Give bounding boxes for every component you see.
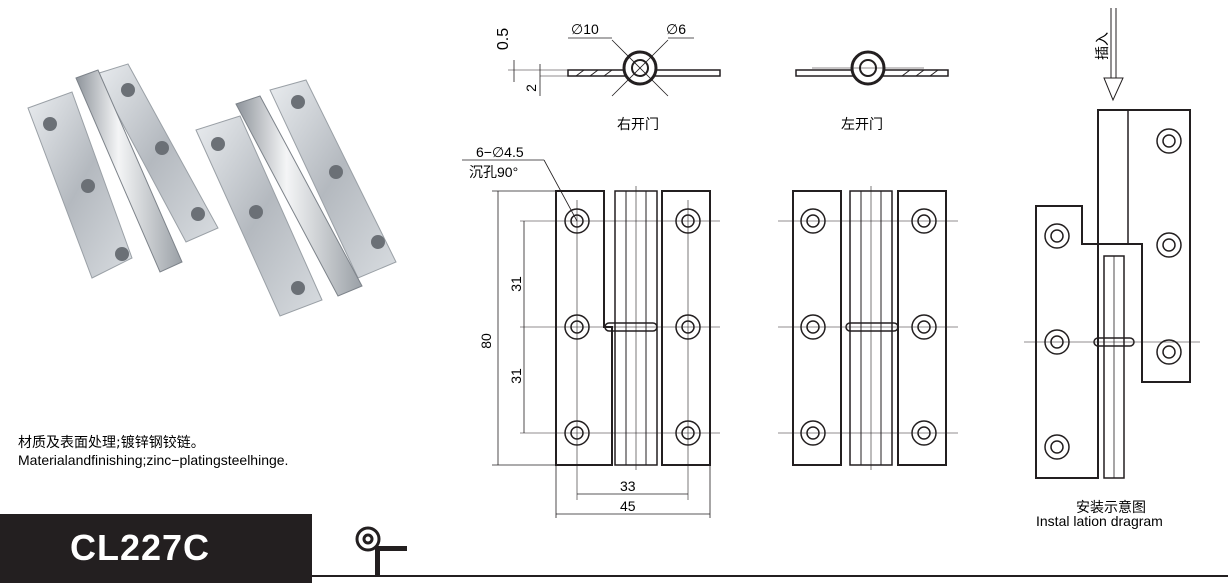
- footer-rule: [312, 575, 1228, 577]
- label-insert: 插入: [1095, 32, 1111, 60]
- dim-height: 80: [477, 333, 494, 349]
- dim-countersink: 沉孔90°: [469, 164, 519, 180]
- dimension-lines: [462, 159, 711, 518]
- label-install-en: Instal lation dragram: [1036, 513, 1163, 529]
- dim-thickness: 0.5: [495, 27, 513, 51]
- model-code-box: [0, 514, 312, 583]
- material-text-english: Materialandfinishing;zinc−platingsteelhi…: [18, 452, 289, 468]
- dim-inner-diameter: ∅6: [666, 21, 686, 37]
- photo-hinge-closed-right: [195, 79, 397, 317]
- model-code: CL227C: [70, 527, 211, 568]
- photo-hinge-open-left: [27, 63, 219, 279]
- dim-pitch-top: 31: [507, 276, 524, 292]
- hinge-logo-icon: [355, 526, 407, 576]
- dim-pitch-bottom: 31: [507, 368, 524, 384]
- section-view-right-door: [508, 37, 721, 97]
- front-view-left-door: [778, 186, 958, 470]
- front-view-right-door: [520, 186, 720, 500]
- label-left-door: 左开门: [841, 117, 883, 133]
- section-view-left-door: [795, 50, 949, 86]
- dim-outer-diameter: ∅10: [571, 21, 599, 37]
- dim-width: 45: [620, 498, 636, 514]
- dim-hole-span: 33: [620, 478, 636, 494]
- hinge-photo: [27, 63, 397, 317]
- material-text-chinese: 材质及表面处理;镀锌钢铰链。: [18, 435, 205, 451]
- dim-leaf: 2: [522, 84, 539, 92]
- label-right-door: 右开门: [617, 117, 659, 133]
- label-install-cn: 安装示意图: [1076, 500, 1146, 516]
- dim-holes: 6−∅4.5: [476, 144, 524, 160]
- installation-view: [1024, 8, 1200, 479]
